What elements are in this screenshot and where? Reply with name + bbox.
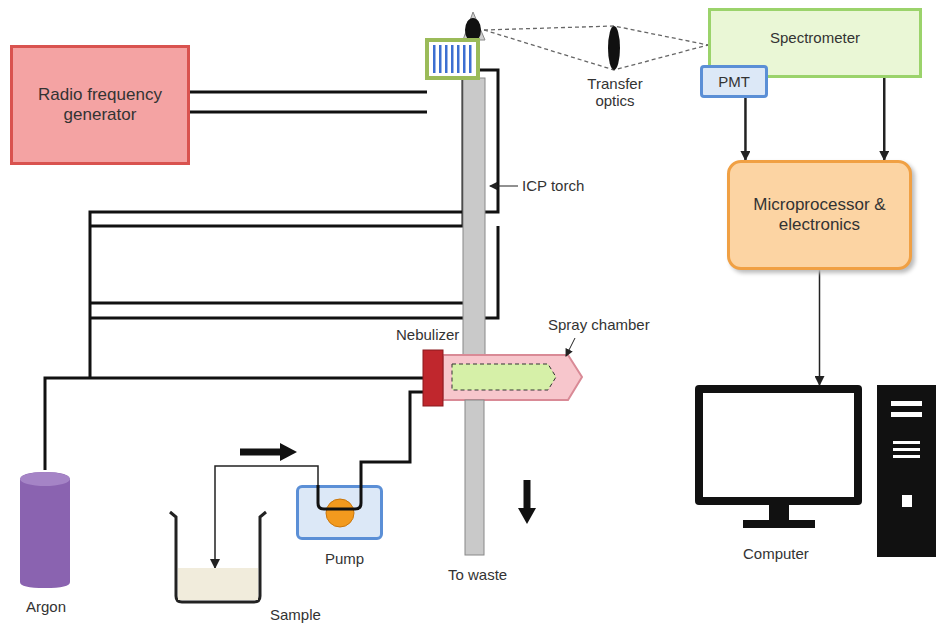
part-label: Transfer optics [584,76,646,109]
part-label: To waste [448,566,507,583]
part-label: Nebulizer [396,326,459,343]
flow-arrow [240,449,282,456]
sample-liquid: Sample [178,568,258,600]
part-label: Sample [270,606,321,623]
leader-line [566,338,575,356]
beaker [170,512,266,602]
lens [608,26,620,70]
box-label: Microprocessor & electronics [739,195,900,235]
flow-arrow-head [280,443,297,461]
leader-line [490,186,518,187]
computer-shape [695,385,936,565]
box-label: PMT [718,73,750,90]
load-coil [427,40,478,78]
rf-wires [190,92,427,112]
spray-chamber-inner [452,364,556,390]
spray-chamber [443,355,582,400]
box-label: Spectrometer [770,29,860,46]
waste-tube [465,400,484,555]
pump-tubing [296,485,383,515]
part-label: Computer [743,545,809,562]
detector-box: PMT [700,65,768,98]
computer-icon: Computer [695,385,936,565]
pump-box: Pump [296,485,383,540]
generator-box: Radio frequency generator [10,45,190,165]
box-label: Radio frequency generator [22,85,178,125]
part-label: Argon [26,598,66,615]
torch-tube [463,78,485,358]
pump-rotor [320,493,360,533]
processor-box: Microprocessor & electronics [727,160,912,270]
flow-arrow-head [518,508,536,524]
part-label: Spray chamber [548,316,650,333]
coil-windings [432,45,473,73]
connector-arrow [819,270,821,385]
light-path [484,26,708,70]
nebulizer [423,350,443,406]
part-label: Pump [325,550,364,567]
connector-arrow [744,98,747,160]
gas-cylinder: Argon [18,470,72,590]
part-label: ICP torch [522,177,584,194]
flow-arrow [524,480,531,510]
cylinder-shape [18,470,72,590]
connector-arrow [883,78,886,160]
